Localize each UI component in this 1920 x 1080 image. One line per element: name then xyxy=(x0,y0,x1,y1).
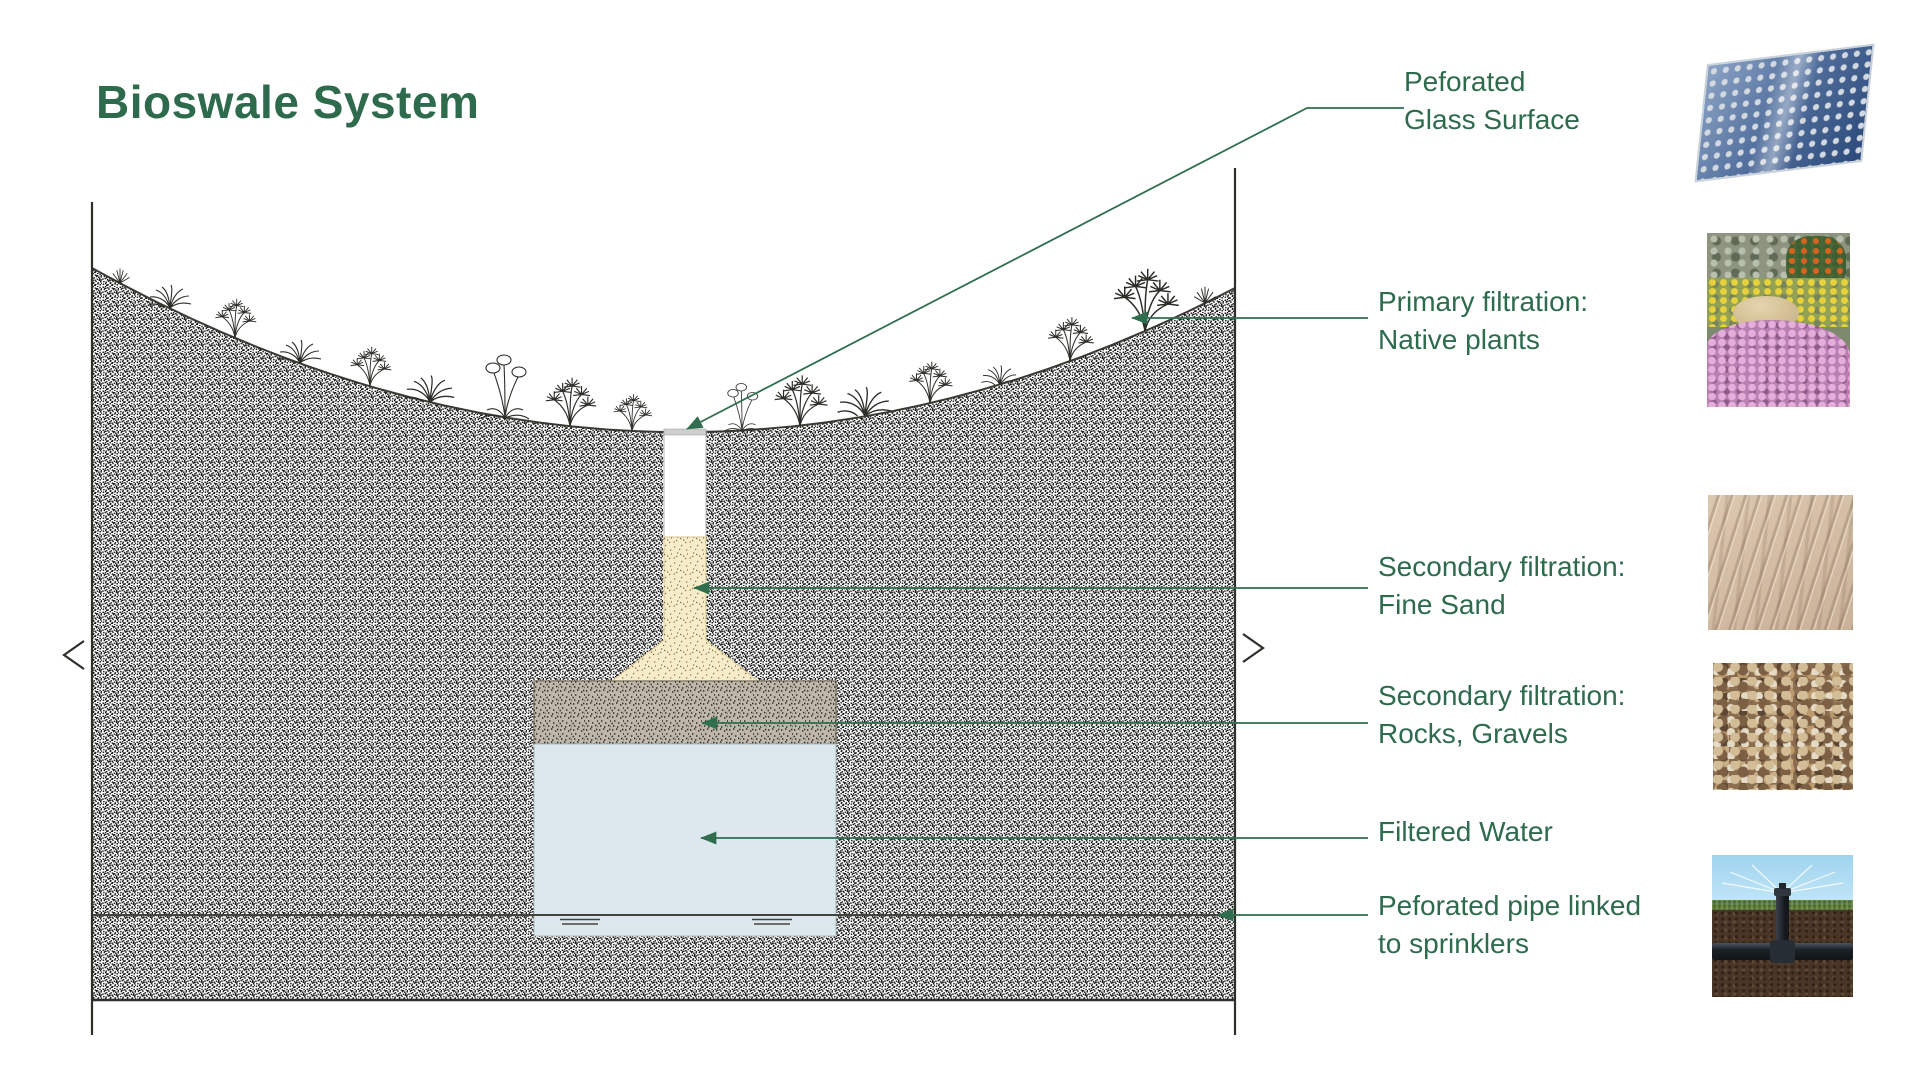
label-line: to sprinklers xyxy=(1378,928,1529,959)
right-section-chevron-icon xyxy=(1242,633,1265,663)
label-perforated-pipe-sprinklers: Peforated pipe linked to sprinklers xyxy=(1378,887,1641,963)
left-section-chevron-icon xyxy=(62,640,85,670)
leader-glass-surface xyxy=(686,107,1404,430)
rocks-gravel-photo xyxy=(1713,663,1853,790)
sprinkler-nozzle xyxy=(1778,883,1787,890)
label-perforated-glass-surface: Peforated Glass Surface xyxy=(1404,63,1580,139)
pink-flowers xyxy=(1707,320,1850,407)
label-line: Secondary filtration: xyxy=(1378,551,1626,582)
label-line: Rocks, Gravels xyxy=(1378,718,1568,749)
gravel-layer xyxy=(533,680,837,745)
label-primary-filtration-native-plants: Primary filtration: Native plants xyxy=(1378,283,1588,359)
inlet-channel xyxy=(663,428,707,539)
label-secondary-filtration-fine-sand: Secondary filtration: Fine Sand xyxy=(1378,548,1625,624)
perforated-glass-photo xyxy=(1694,43,1875,183)
pipe-tee-joint xyxy=(1769,940,1796,963)
perforated-glass-strip xyxy=(663,428,707,436)
label-line: Fine Sand xyxy=(1378,589,1506,620)
label-line: Secondary filtration: xyxy=(1378,680,1626,711)
label-line: Glass Surface xyxy=(1404,104,1580,135)
leader-lines xyxy=(686,107,1404,922)
perforated-pipe-line xyxy=(92,914,1235,925)
sprinkler-head xyxy=(1774,887,1791,897)
label-secondary-filtration-rocks-gravels: Secondary filtration: Rocks, Gravels xyxy=(1378,677,1625,753)
water-reservoir xyxy=(533,743,837,937)
label-filtered-water: Filtered Water xyxy=(1378,813,1553,851)
sprinkler-pipe-photo xyxy=(1712,855,1853,997)
section-borders xyxy=(62,168,1265,1035)
spray-lines xyxy=(1721,864,1844,894)
label-line: Primary filtration: xyxy=(1378,286,1589,317)
label-line: Peforated xyxy=(1404,66,1526,97)
riser-pipe xyxy=(1776,891,1789,946)
fine-sand-photo xyxy=(1708,495,1853,630)
label-line: Filtered Water xyxy=(1378,816,1553,847)
label-line: Native plants xyxy=(1378,324,1540,355)
native-plants-photo xyxy=(1707,233,1850,407)
page-title: Bioswale System xyxy=(96,76,480,128)
label-line: Peforated pipe linked xyxy=(1378,890,1642,921)
